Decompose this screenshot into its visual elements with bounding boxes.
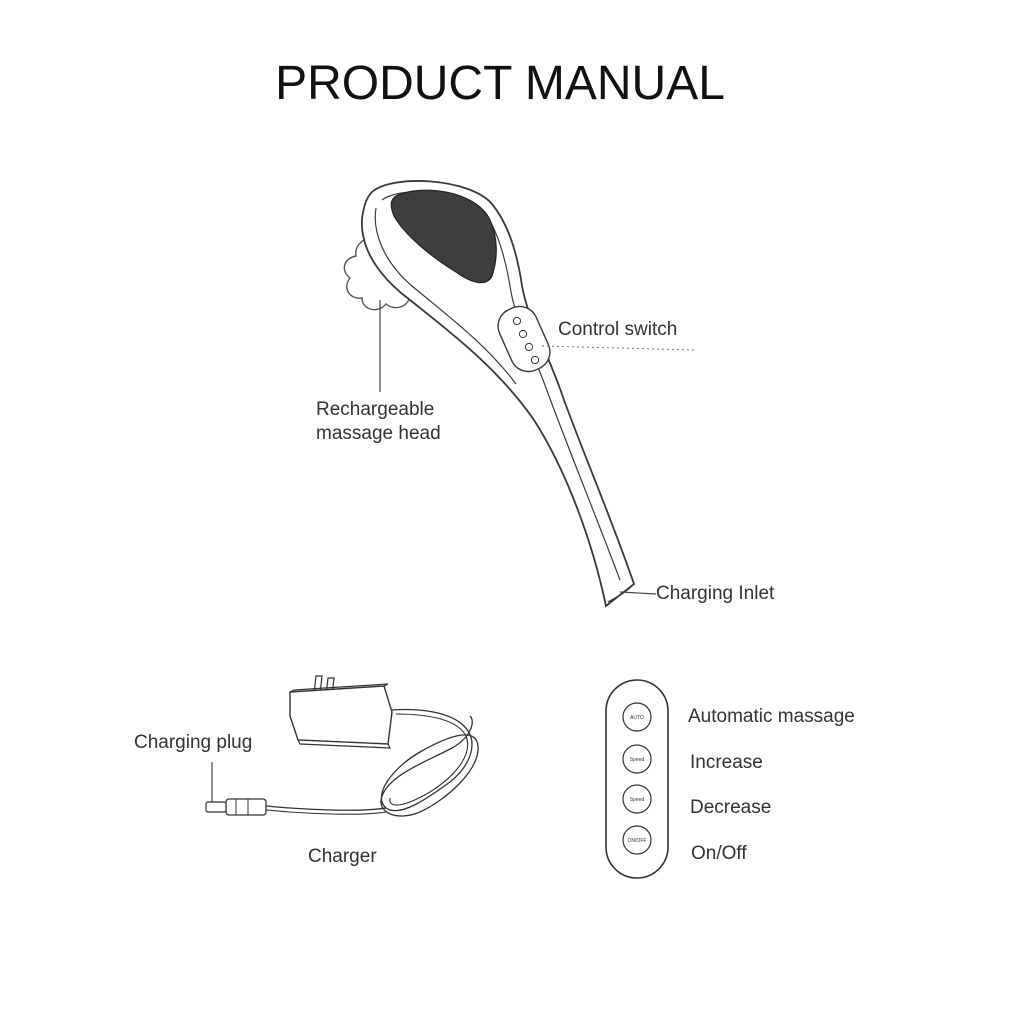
- decrease-label: Decrease: [690, 797, 772, 818]
- massager-pad: [390, 189, 497, 284]
- on-off-button-text: ON/OFF: [628, 838, 647, 844]
- on-off-label: On/Off: [691, 843, 747, 864]
- charging-plug-label: Charging plug: [134, 732, 253, 753]
- control-panel-body: [605, 679, 669, 879]
- auto-button-text: AUTO: [630, 715, 644, 721]
- charger-cable: [380, 708, 479, 817]
- speed-up-button-text: Speed: [630, 757, 645, 763]
- massage-head-label: Rechargeable massage head: [316, 399, 441, 444]
- speed-down-button-text: Speed: [630, 797, 645, 803]
- adapter-body: [289, 685, 393, 745]
- auto-massage-label: Automatic massage: [688, 706, 855, 727]
- massager-body: [361, 180, 636, 608]
- control-switch: [497, 305, 551, 373]
- charger-label: Charger: [308, 846, 377, 867]
- charging-inlet-label: Charging Inlet: [656, 583, 775, 604]
- dc-plug: [225, 798, 267, 816]
- increase-label: Increase: [690, 752, 763, 773]
- page-title: PRODUCT MANUAL: [275, 57, 725, 110]
- control-switch-label: Control switch: [558, 319, 678, 340]
